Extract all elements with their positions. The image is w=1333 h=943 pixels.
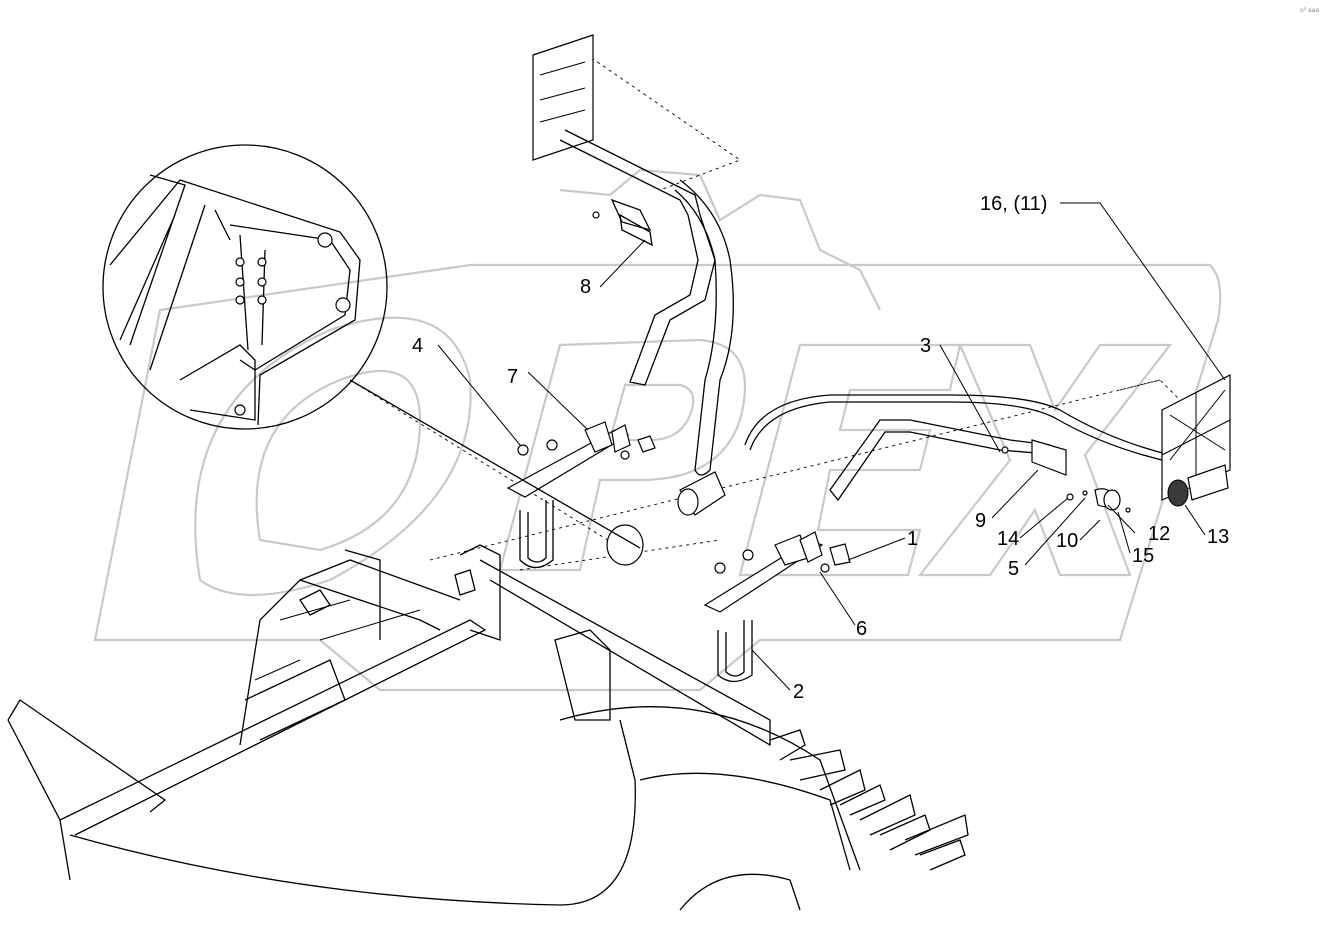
callout-4: 4 <box>412 335 423 357</box>
left-light-board <box>532 34 734 476</box>
callout-2: 2 <box>793 681 804 703</box>
callout-5: 5 <box>1008 558 1019 580</box>
callout-14: 14 <box>997 528 1019 550</box>
assembly-centerlines <box>349 49 1181 571</box>
corner-mark: o² aaa <box>1300 7 1319 14</box>
callout-6: 6 <box>856 618 867 640</box>
leader-lines <box>437 202 1226 691</box>
callout-15: 15 <box>1132 545 1154 567</box>
callout-3: 3 <box>920 335 931 357</box>
right-light-arm <box>744 394 1171 502</box>
machine-frame <box>7 544 861 911</box>
left-bracket <box>506 421 656 569</box>
callout-9: 9 <box>975 510 986 532</box>
callout-16-11: 16, (11) <box>980 193 1047 215</box>
callout-10: 10 <box>1056 530 1078 552</box>
callout-7: 7 <box>507 366 518 388</box>
callout-13: 13 <box>1207 526 1229 548</box>
callout-labels: 1 2 3 4 5 6 7 8 9 10 12 13 14 15 16, (11… <box>412 193 1229 703</box>
right-bracket <box>703 531 851 683</box>
callout-1: 1 <box>907 528 918 550</box>
knife-guards <box>769 729 969 871</box>
callout-8: 8 <box>580 276 591 298</box>
callout-12: 12 <box>1148 523 1170 545</box>
detail-view-circle <box>102 144 641 549</box>
right-light-board <box>1066 374 1231 513</box>
plug-connector <box>606 471 726 566</box>
watermark-logo <box>93 168 1222 692</box>
